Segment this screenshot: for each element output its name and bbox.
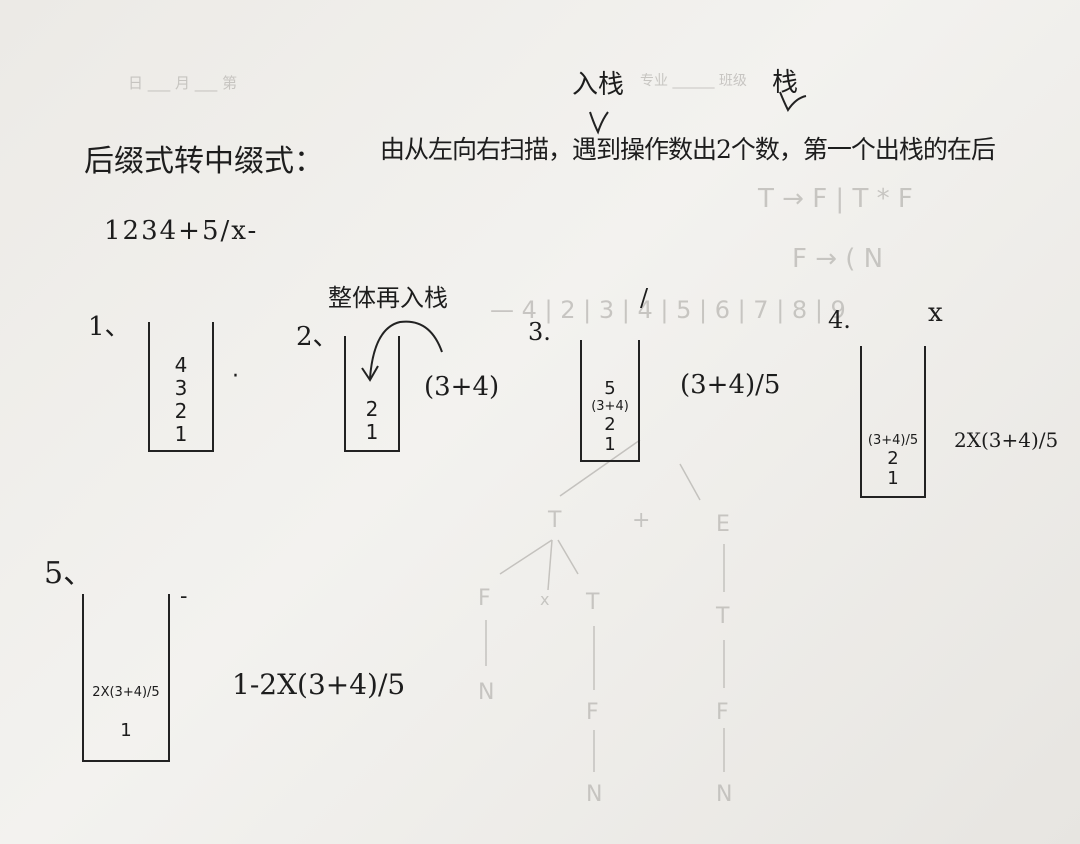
ghost-rule-1: T → F | T * F bbox=[758, 184, 913, 214]
step-5-result: 1-2X(3+4)/5 bbox=[232, 668, 406, 701]
stack-item: 4 bbox=[174, 353, 188, 377]
step-4-operator: x bbox=[928, 298, 943, 328]
ghost-tree-right-n: N bbox=[716, 782, 733, 807]
heading-description: 由从左向右扫描，遇到操作数出2个数，第一个出栈的在后 bbox=[380, 135, 996, 164]
step-4-stack: (3+4)/5 2 1 bbox=[860, 346, 926, 498]
insert-note-1: 入栈 bbox=[572, 70, 625, 100]
step-1-dot: · bbox=[232, 364, 239, 389]
ghost-rule-3: — 4 | 2 | 3 | 4 | 5 | 6 | 7 | 8 | 9 bbox=[490, 296, 846, 324]
step-2-result: (3+4) bbox=[424, 372, 500, 402]
step-3-result: (3+4)/5 bbox=[680, 370, 781, 400]
ghost-header-date: 日 ___ 月 ___ 第 bbox=[128, 74, 238, 92]
stack-item: 1 bbox=[887, 468, 899, 490]
stack-item: 2X(3+4)/5 bbox=[92, 685, 160, 701]
step-3-operator: / bbox=[640, 284, 649, 312]
step-4-number: 4. bbox=[828, 306, 851, 334]
step-5-number: 5、 bbox=[44, 556, 94, 591]
step-2-number: 2、 bbox=[296, 322, 339, 352]
ghost-tree-mid-f: F bbox=[586, 700, 599, 725]
ghost-tree-left-t: T bbox=[548, 508, 562, 533]
step-2-stack: 2 1 bbox=[344, 336, 400, 452]
step-1-stack: 4 3 2 1 bbox=[148, 322, 214, 452]
step-1-number: 1、 bbox=[88, 312, 131, 342]
step-4-result: 2X(3+4)/5 bbox=[954, 428, 1059, 452]
ghost-tree-mid-x: x bbox=[540, 590, 550, 609]
stack-item: 3 bbox=[174, 376, 188, 400]
heading-title: 后缀式转中缀式： bbox=[84, 144, 324, 179]
postfix-expression: 1234+5/x- bbox=[104, 216, 259, 246]
ghost-tree-right-f: F bbox=[716, 700, 729, 725]
ghost-tree-mid-n: N bbox=[586, 782, 603, 807]
step-2-note: 整体再入栈 bbox=[328, 284, 448, 312]
stack-item: (3+4) bbox=[591, 398, 629, 414]
step-3-number: 3. bbox=[528, 318, 551, 346]
step-5-operator: - bbox=[180, 584, 188, 609]
stack-item: 2 bbox=[174, 399, 188, 423]
step-5-stack: 2X(3+4)/5 1 bbox=[82, 594, 170, 762]
ghost-tree-right-e: E bbox=[716, 512, 730, 537]
stack-item: 2 bbox=[887, 447, 899, 469]
ghost-tree-left-f: F bbox=[478, 586, 491, 611]
stack-item: 2 bbox=[604, 413, 616, 435]
ghost-plus: + bbox=[632, 508, 651, 533]
ghost-tree-mid-t: T bbox=[586, 590, 600, 615]
ghost-tree-left-n: N bbox=[478, 680, 495, 705]
stack-item: 5 bbox=[604, 378, 616, 399]
stack-item: 1 bbox=[120, 720, 132, 742]
stack-item: (3+4)/5 bbox=[867, 432, 919, 448]
insert-note-2: 栈 bbox=[772, 68, 799, 98]
stack-item: 1 bbox=[365, 420, 379, 444]
ghost-header-mid: 专业 ______ 班级 bbox=[640, 73, 747, 89]
stack-item: 2 bbox=[365, 397, 379, 421]
ghost-rule-2: F → ( N bbox=[792, 244, 884, 274]
ghost-tree-right-t: T bbox=[716, 604, 730, 629]
stack-item: 1 bbox=[604, 434, 616, 456]
stack-item: 1 bbox=[174, 422, 188, 446]
step-3-stack: 5 (3+4) 2 1 bbox=[580, 340, 640, 462]
